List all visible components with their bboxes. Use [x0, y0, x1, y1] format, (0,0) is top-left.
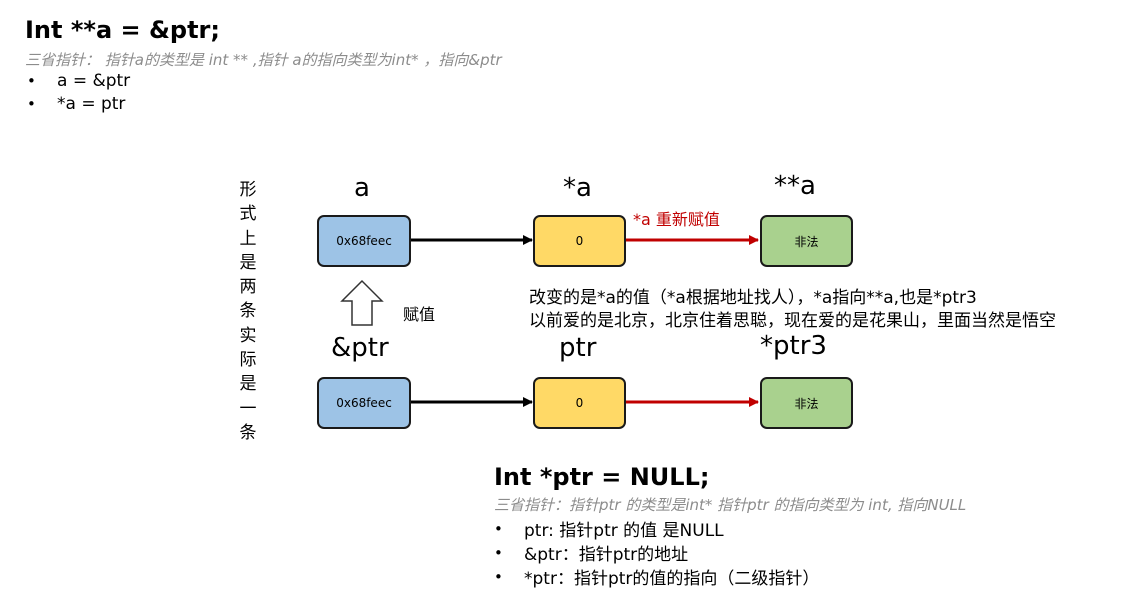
top-title: Int **a = &ptr;: [25, 16, 220, 44]
reassign-label: *a 重新赋值: [633, 210, 720, 229]
label-ptr: ptr: [559, 333, 597, 363]
bullet-text: *ptr：指针ptr的值的指向（二级指针）: [524, 569, 820, 589]
box-a-value: 0x68feec: [317, 215, 411, 267]
vertical-char: 上: [239, 228, 257, 249]
bullet-text: a = &ptr: [57, 71, 131, 91]
vertical-char: 是: [239, 374, 257, 395]
up-arrow-icon: [340, 279, 384, 326]
box-star-ptr3-value: 非法: [760, 377, 853, 429]
vertical-char: 条: [239, 422, 257, 443]
bottom-bullet-1: • ptr: 指针ptr 的值 是NULL: [494, 516, 724, 542]
vertical-char: 是: [239, 252, 257, 273]
label-a: a: [354, 173, 370, 203]
middle-text-line-1: 改变的是*a的值（*a根据地址找人），*a指向**a,也是*ptr3: [529, 288, 977, 308]
bullet-text: &ptr：指针ptr的地址: [524, 545, 689, 565]
top-bullet-2: • *a = ptr: [27, 94, 125, 114]
middle-text-line-2: 以前爱的是北京，北京住着思聪，现在爱的是花果山，里面当然是悟空: [529, 311, 1056, 331]
bullet-text: *a = ptr: [57, 94, 126, 114]
bottom-title: Int *ptr = NULL;: [494, 463, 710, 491]
assign-label: 赋值: [403, 305, 436, 324]
label-star-a: *a: [563, 173, 592, 203]
bottom-bullet-2: • &ptr：指针ptr的地址: [494, 540, 689, 566]
box-star-star-a-value: 非法: [760, 215, 853, 267]
box-star-a-value: 0: [533, 215, 626, 267]
vertical-note: 形 式 上 是 两 条 实 际 是 一 条: [237, 178, 259, 445]
label-ptr-address: &ptr: [331, 333, 389, 363]
bullet-glyph: •: [27, 72, 36, 90]
top-bullet-1: • a = &ptr: [27, 71, 130, 91]
bullet-glyph: •: [494, 567, 503, 586]
bullet-glyph: •: [494, 543, 503, 562]
bottom-bullet-3: • *ptr：指针ptr的值的指向（二级指针）: [494, 564, 820, 590]
label-star-star-a: **a: [774, 171, 816, 201]
vertical-char: 形: [239, 180, 257, 200]
box-ptr-value: 0: [533, 377, 626, 429]
vertical-char: 一: [239, 398, 257, 419]
vertical-char: 际: [239, 350, 257, 371]
bottom-subtitle: 三省指针：指针ptr 的类型是int* 指针ptr 的指向类型为 int, 指向…: [494, 496, 967, 514]
vertical-char: 两: [239, 277, 257, 298]
bullet-text: ptr: 指针ptr 的值 是NULL: [524, 521, 724, 541]
top-subtitle: 三省指针： 指针a的类型是 int ** ,指针 a的指向类型为int* ，指向…: [25, 51, 502, 69]
bullet-glyph: •: [27, 95, 36, 113]
vertical-char: 实: [239, 325, 257, 346]
label-star-ptr3: *ptr3: [760, 331, 827, 361]
bullet-glyph: •: [494, 519, 503, 538]
box-ptr-address-value: 0x68feec: [317, 377, 411, 429]
vertical-char: 式: [239, 204, 257, 225]
vertical-char: 条: [239, 301, 257, 322]
